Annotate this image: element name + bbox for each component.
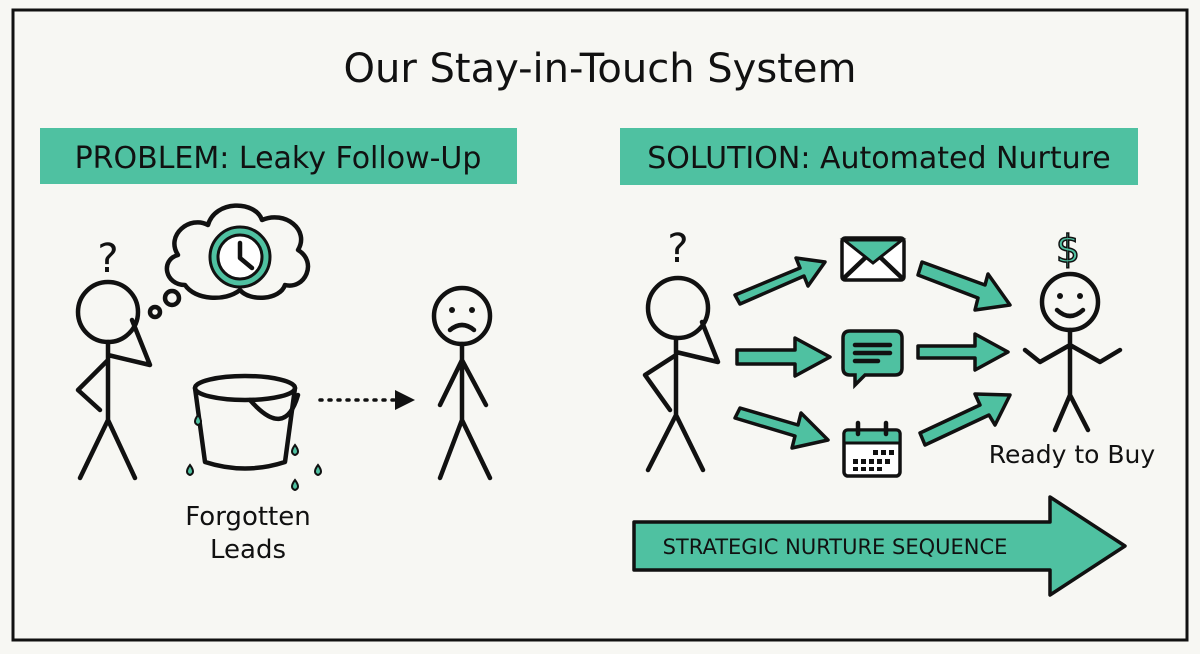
sad-stick-figure bbox=[431, 285, 493, 481]
confused-stick-figure bbox=[75, 279, 153, 481]
diagram-title: Our Stay-in-Touch System bbox=[344, 46, 857, 92]
arrow-from-email-icon bbox=[916, 260, 1012, 312]
ready-to-buy-label: Ready to Buy bbox=[989, 440, 1156, 469]
problem-banner bbox=[40, 128, 517, 184]
nurture-sequence-label: STRATEGIC NURTURE SEQUENCE bbox=[663, 535, 1008, 559]
arrow-to-email-icon bbox=[733, 256, 827, 306]
email-icon bbox=[839, 236, 907, 282]
forgotten-leads-label-line2: Leads bbox=[210, 535, 286, 565]
happy-stick-figure bbox=[1022, 271, 1123, 433]
dollar-sign-icon: $ bbox=[1056, 227, 1080, 271]
thinking-stick-figure bbox=[642, 275, 721, 473]
leaky-bucket-icon bbox=[186, 373, 322, 492]
arrow-from-calendar-icon bbox=[918, 392, 1012, 447]
problem-banner-label: PROBLEM: Leaky Follow-Up bbox=[75, 141, 482, 176]
problem-section: PROBLEM: Leaky Follow-Up ? bbox=[40, 128, 517, 565]
solution-banner-label: SOLUTION: Automated Nurture bbox=[647, 141, 1110, 176]
arrow-to-chat-icon bbox=[735, 336, 832, 378]
clock-icon bbox=[208, 225, 272, 289]
question-mark-icon: ? bbox=[667, 226, 688, 272]
thought-cloud-icon bbox=[147, 203, 311, 320]
solution-banner bbox=[620, 128, 1138, 185]
chat-bubble-icon bbox=[841, 329, 904, 390]
frame-border bbox=[11, 8, 1189, 642]
arrow-from-chat-icon bbox=[916, 332, 1010, 372]
calendar-icon bbox=[842, 420, 902, 478]
nurture-sequence-arrow bbox=[632, 495, 1127, 597]
question-mark-icon: ? bbox=[97, 236, 118, 282]
flow-arrows bbox=[733, 256, 1012, 450]
arrow-to-calendar-icon bbox=[733, 406, 830, 450]
dotted-arrow-icon bbox=[318, 390, 415, 410]
solution-section: SOLUTION: Automated Nurture ? bbox=[620, 128, 1156, 597]
forgotten-leads-label-line1: Forgotten bbox=[185, 502, 310, 532]
